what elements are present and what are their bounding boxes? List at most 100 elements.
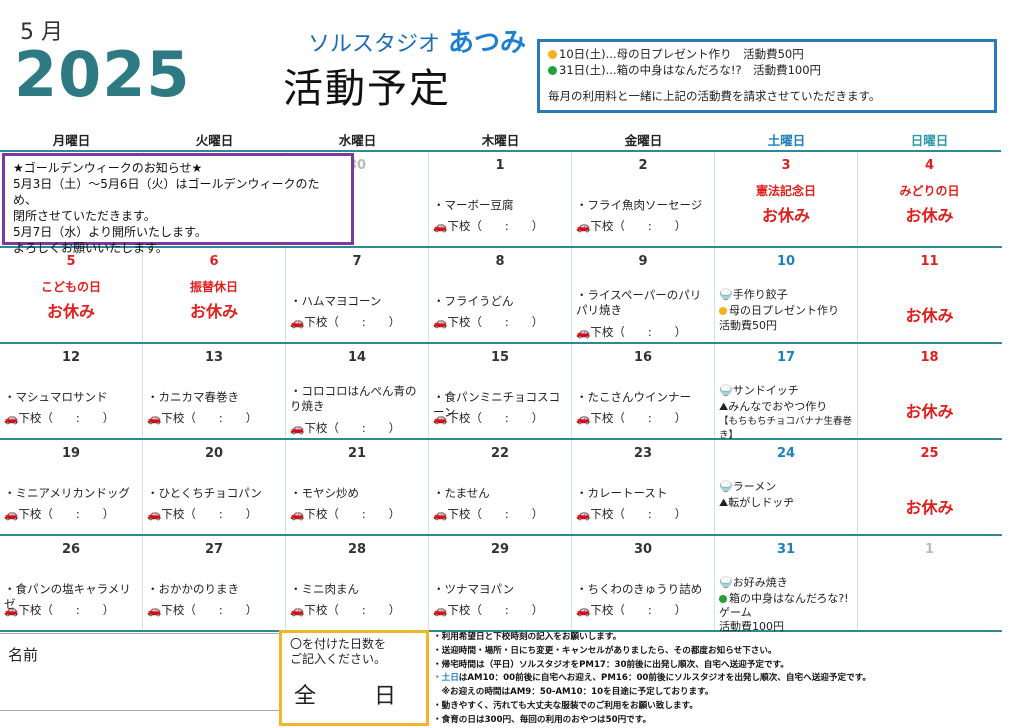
calendar-day-cell[interactable]: 7・ハムマヨコーン🚗下校（ : ） xyxy=(286,248,429,342)
name-field[interactable]: 名前 xyxy=(0,633,280,711)
weekday-fri: 金曜日 xyxy=(572,130,715,152)
pickup-time-field[interactable]: 🚗下校（ : ） xyxy=(147,507,258,521)
closed-label: お休み xyxy=(46,302,95,321)
day-number: 17 xyxy=(776,350,796,365)
calendar-day-cell[interactable]: 30・ちくわのきゅうり詰め🚗下校（ : ） xyxy=(572,536,715,630)
pickup-time-field[interactable]: 🚗下校（ : ） xyxy=(290,603,401,617)
closed-label: お休み xyxy=(761,206,810,225)
calendar-day-cell[interactable]: 16・たこさんウインナー🚗下校（ : ） xyxy=(572,344,715,438)
calendar-day-cell[interactable]: 8・フライうどん🚗下校（ : ） xyxy=(429,248,572,342)
pickup-time-field[interactable]: 🚗下校（ : ） xyxy=(4,411,115,425)
closed-label: お休み xyxy=(905,498,954,517)
pickup-time-field[interactable]: 🚗下校（ : ） xyxy=(147,411,258,425)
day-number: 20 xyxy=(204,446,224,461)
day-number: 25 xyxy=(920,446,939,461)
pickup-time-field[interactable]: 🚗下校（ : ） xyxy=(290,507,401,521)
gw-line-2: 閉所させていただきます。 xyxy=(13,209,156,223)
pickup-time-field[interactable]: 🚗下校（ : ） xyxy=(433,219,544,233)
green-dot-icon xyxy=(548,66,557,75)
calendar-day-cell[interactable]: 28・ミニ肉まん🚗下校（ : ） xyxy=(286,536,429,630)
rule-6: ・動きやすく、汚れても大丈夫な服装でのご利用をお願い致します。 xyxy=(433,700,698,711)
studio-name: あつみ xyxy=(448,28,527,58)
calendar-day-cell[interactable]: 14・コロコロはんぺん青のり焼き🚗下校（ : ） xyxy=(286,344,429,438)
day-count-box[interactable]: 〇を付けた日数を ご記入ください。 全 日 xyxy=(279,630,429,726)
snack-menu: ・マーボー豆腐 xyxy=(433,198,514,212)
lunch-menu: 🍚ラーメン xyxy=(719,480,777,493)
weekday-wed: 水曜日 xyxy=(286,130,429,152)
calendar-day-cell[interactable]: 31🍚お好み焼き箱の中身はなんだろな?!ゲーム活動費100円 xyxy=(715,536,858,633)
activity-detail: 活動費100円 xyxy=(719,620,784,633)
pickup-time-field[interactable]: 🚗下校（ : ） xyxy=(576,219,687,233)
calendar-day-cell[interactable]: 1 xyxy=(858,536,1001,630)
snack-menu: ・食パンの塩キャラメリゼ xyxy=(4,582,131,611)
closed-label: お休み xyxy=(905,206,954,225)
weekday-sat: 土曜日 xyxy=(715,130,858,152)
day-number: 16 xyxy=(633,350,653,365)
closed-label: お休み xyxy=(905,402,954,421)
day-number: 29 xyxy=(490,542,510,557)
pickup-time-field[interactable]: 🚗下校（ : ） xyxy=(4,603,115,617)
pickup-time-field[interactable]: 🚗下校（ : ） xyxy=(4,507,115,521)
calendar-day-cell[interactable]: 29・ツナマヨパン🚗下校（ : ） xyxy=(429,536,572,630)
pickup-time-field[interactable]: 🚗下校（ : ） xyxy=(147,603,258,617)
day-number: 19 xyxy=(61,446,81,461)
pickup-time-field[interactable]: 🚗下校（ : ） xyxy=(433,507,544,521)
snack-menu: ・コロコロはんぺん青のり焼き xyxy=(290,384,417,413)
activity-dot-icon xyxy=(719,595,727,603)
calendar-day-cell[interactable]: 17🍚サンドイッチ⛰みんなでおやつ作り【もちもちチョコバナナ生春巻き】 xyxy=(715,344,858,441)
calendar-day-cell[interactable]: 27・おかかのりまき🚗下校（ : ） xyxy=(143,536,286,630)
calendar-day-cell[interactable]: 9・ライスペーパーのパリパリ焼き🚗下校（ : ） xyxy=(572,248,715,342)
weekday-sun: 日曜日 xyxy=(858,130,1001,152)
gw-line-4: よろしくお願いいたします。 xyxy=(13,241,168,255)
calendar-day-cell[interactable]: 19 ・ミニアメリカンドッグ 🚗下校（ : ） xyxy=(0,440,143,534)
holiday-name: 憲法記念日 xyxy=(755,184,816,198)
calendar-day-cell[interactable]: 13・カニカマ春巻き🚗下校（ : ） xyxy=(143,344,286,438)
calendar-day-cell[interactable]: 24🍚ラーメン⛰転がしドッヂ xyxy=(715,440,858,534)
pickup-time-field[interactable]: 🚗下校（ : ） xyxy=(433,315,544,329)
day-number: 27 xyxy=(204,542,224,557)
pickup-time-field[interactable]: 🚗下校（ : ） xyxy=(576,411,687,425)
gw-line-1: 5月3日（土）～5月6日（火）はゴールデンウィークのため、 xyxy=(13,177,320,207)
activity-fee-notice: 10日(土)...母の日プレゼント作り 活動費50円 31日(土)...箱の中身… xyxy=(537,39,997,113)
lunch-menu: 🍚サンドイッチ xyxy=(719,384,799,397)
day-number: 15 xyxy=(490,350,510,365)
calendar-day-cell[interactable]: 20 ・ひとくちチョコパン 🚗下校（ : ） xyxy=(143,440,286,534)
day-number: 7 xyxy=(352,254,362,269)
day-number: 26 xyxy=(61,542,81,557)
calendar-day-cell[interactable]: 15 ・食パンミニチョコスコーン🚗下校（ : ） xyxy=(429,344,572,438)
calendar-day-cell[interactable]: 10🍚手作り餃子母の日プレゼント作り活動費50円 xyxy=(715,248,858,342)
snack-menu: ・食パンミニチョコスコーン xyxy=(433,390,561,419)
month-label: 5 月 xyxy=(20,20,63,45)
calendar-day-cell[interactable]: 25 お休み xyxy=(858,440,1001,534)
pickup-time-field[interactable]: 🚗下校（ : ） xyxy=(576,325,687,339)
calendar-day-cell[interactable]: 12・マシュマロサンド🚗下校（ : ） xyxy=(0,344,143,438)
pickup-time-field[interactable]: 🚗下校（ : ） xyxy=(576,507,687,521)
calendar-day-cell[interactable]: 2・フライ魚肉ソーセージ🚗下校（ : ） xyxy=(572,152,715,246)
calendar-day-cell[interactable]: 23・カレートースト🚗下校（ : ） xyxy=(572,440,715,534)
pickup-time-field[interactable]: 🚗下校（ : ） xyxy=(433,603,544,617)
snack-menu: ・たません xyxy=(433,486,490,500)
pickup-time-field[interactable]: 🚗下校（ : ） xyxy=(290,315,401,329)
snack-menu: ・モヤシ炒め xyxy=(290,486,359,500)
pickup-time-field[interactable]: 🚗下校（ : ） xyxy=(576,603,687,617)
pickup-time-field[interactable]: 🚗下校（ : ） xyxy=(433,411,544,425)
pickup-time-field[interactable]: 🚗下校（ : ） xyxy=(290,421,401,435)
snack-menu: ・ミニアメリカンドッグ xyxy=(4,486,130,500)
snack-menu: ・ひとくちチョコパン xyxy=(147,486,262,500)
calendar-day-cell[interactable]: 1 ・マーボー豆腐 🚗下校（ : ） xyxy=(429,152,572,246)
day-number: 1 xyxy=(495,158,505,173)
weekday-tue: 火曜日 xyxy=(143,130,286,152)
activity-label: ⛰転がしドッヂ xyxy=(719,496,795,509)
count-total-label: 全 xyxy=(294,684,317,709)
calendar-day-cell[interactable]: 22・たません🚗下校（ : ） xyxy=(429,440,572,534)
notice-line-2: 31日(土)...箱の中身はなんだろな!? 活動費100円 xyxy=(548,62,986,78)
calendar-day-cell[interactable]: 21・モヤシ炒め🚗下校（ : ） xyxy=(286,440,429,534)
calendar-week: 26・食パンの塩キャラメリゼ🚗下校（ : ）27・おかかのりまき🚗下校（ : ）… xyxy=(0,536,1002,633)
calendar-day-cell[interactable]: 26 ・食パンの塩キャラメリゼ🚗下校（ : ） xyxy=(0,536,143,630)
